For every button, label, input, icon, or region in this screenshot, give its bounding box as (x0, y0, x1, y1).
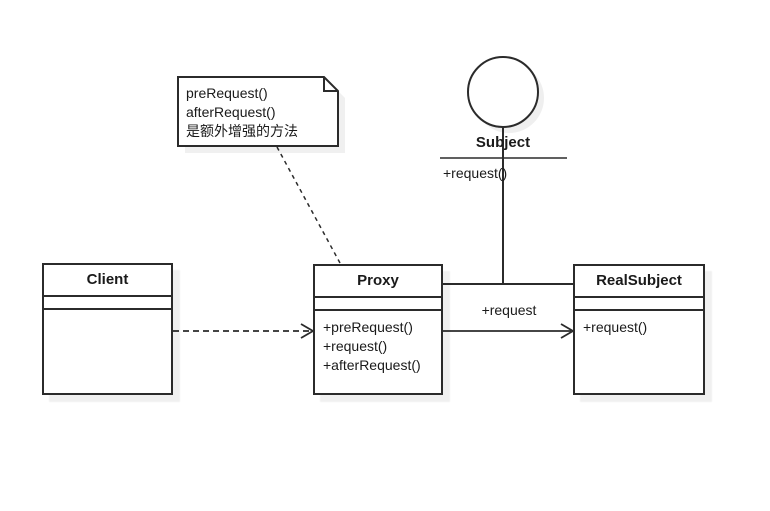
interface-name-label: Subject (475, 134, 531, 151)
class-attributes-compartment (315, 298, 441, 311)
class-methods-compartment: +preRequest() +request() +afterRequest() (315, 311, 441, 393)
interface-method-label: +request() (443, 165, 508, 181)
note-fold-icon (323, 77, 338, 92)
interface-lollipop-circle[interactable] (467, 56, 539, 128)
note-line: afterRequest() (186, 104, 276, 120)
class-attributes-compartment (44, 297, 171, 310)
note-anchor-edge[interactable] (276, 146, 341, 264)
class-methods-compartment: +request() (575, 311, 703, 393)
note-line: preRequest() (186, 85, 268, 101)
class-method: +request() (323, 338, 388, 354)
class-box-proxy[interactable]: Proxy +preRequest() +request() +afterReq… (313, 264, 443, 395)
class-box-realsubject[interactable]: RealSubject +request() (573, 264, 705, 395)
class-attributes-compartment (575, 298, 703, 311)
class-method: +request() (583, 319, 648, 335)
class-method: +afterRequest() (323, 357, 421, 373)
note-line: 是额外增强的方法 (186, 123, 298, 139)
class-methods-compartment (44, 310, 171, 393)
class-box-client[interactable]: Client (42, 263, 173, 395)
class-title: Client (44, 265, 171, 297)
edge-label-request: +request (481, 302, 537, 318)
class-title: Proxy (315, 266, 441, 298)
uml-note-shape[interactable] (177, 76, 339, 147)
uml-note-text: preRequest() afterRequest() 是额外增强的方法 (186, 84, 336, 141)
class-method: +preRequest() (323, 319, 413, 335)
class-title: RealSubject (575, 266, 703, 298)
